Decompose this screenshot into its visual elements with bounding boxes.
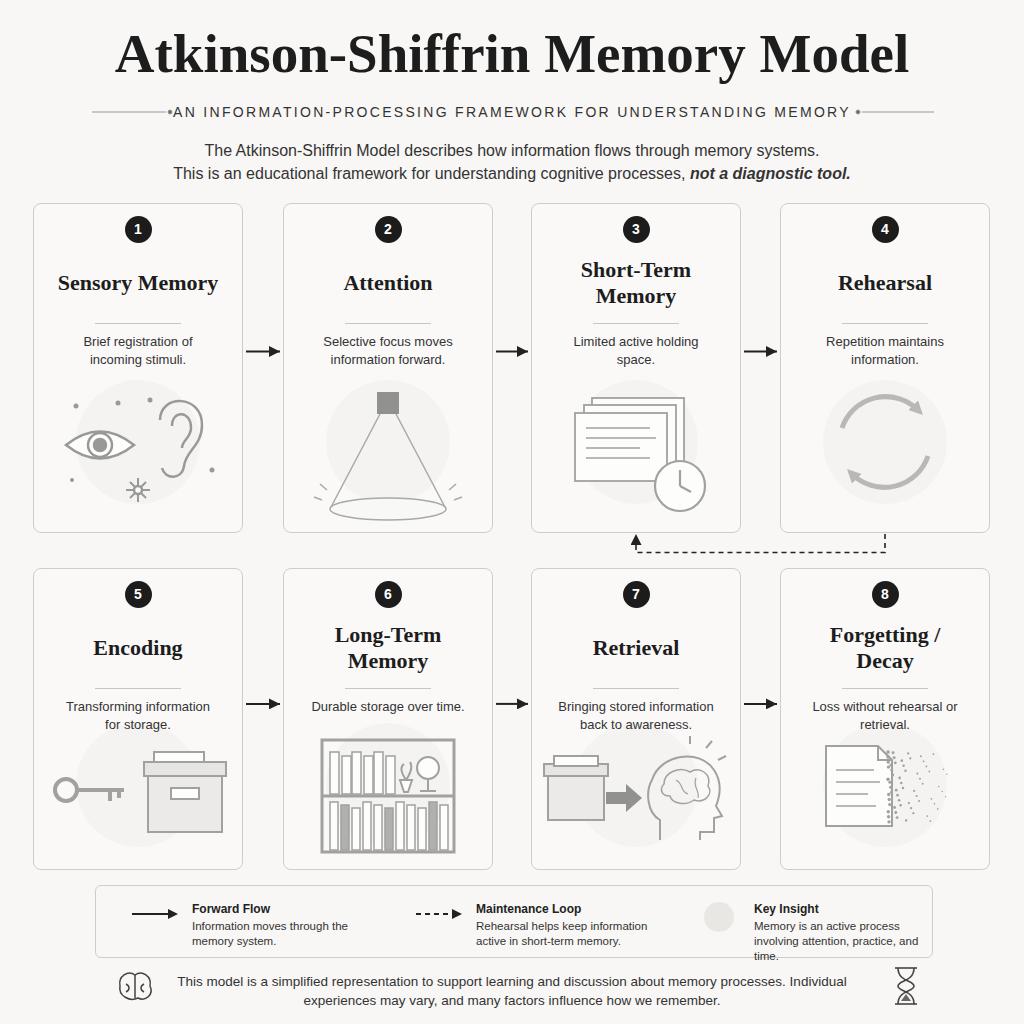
step-card: 4RehearsalRepetition maintains informati… bbox=[780, 203, 990, 533]
space bbox=[685, 165, 689, 182]
legend-box: Forward FlowInformation moves through th… bbox=[95, 885, 933, 958]
heading-divider bbox=[593, 323, 679, 324]
step-heading: Sensory Memory bbox=[53, 251, 223, 315]
hourglass-icon bbox=[898, 968, 914, 1004]
flow-arrow bbox=[496, 703, 528, 705]
legend-description: Rehearsal helps keep information active … bbox=[476, 919, 656, 949]
step-heading: Forgetting / Decay bbox=[800, 616, 970, 680]
heading-divider bbox=[842, 323, 928, 324]
flow-arrow bbox=[744, 703, 777, 705]
subtitle: AN INFORMATION-PROCESSING FRAMEWORK FOR … bbox=[0, 104, 1024, 120]
step-card: 6Long-Term MemoryDurable storage over ti… bbox=[283, 568, 493, 870]
heading-divider bbox=[593, 688, 679, 689]
step-card: 3Short-Term MemoryLimited active holding… bbox=[531, 203, 741, 533]
step-description: Durable storage over time. bbox=[310, 698, 466, 716]
step-number: 7 bbox=[623, 581, 650, 608]
hourglass-icon bbox=[901, 994, 911, 1001]
step-heading: Rehearsal bbox=[800, 251, 970, 315]
heading-divider bbox=[95, 688, 181, 689]
heading-divider bbox=[842, 688, 928, 689]
legend-description: Memory is an active process involving at… bbox=[754, 919, 934, 964]
step-description: Limited active holding space. bbox=[558, 333, 714, 369]
step-number: 5 bbox=[125, 581, 152, 608]
legend-swatch bbox=[704, 902, 734, 932]
step-heading: Long-Term Memory bbox=[303, 616, 473, 680]
legend-title: Forward Flow bbox=[192, 902, 270, 916]
legend-line bbox=[132, 913, 170, 915]
caption: This model is a simplified representatio… bbox=[170, 972, 854, 1010]
step-heading: Short-Term Memory bbox=[551, 251, 721, 315]
step-card: 5EncodingTransforming information for st… bbox=[33, 568, 243, 870]
flow-arrow bbox=[744, 351, 777, 353]
step-description: Selective focus moves information forwar… bbox=[310, 333, 466, 369]
step-card: 8Forgetting / DecayLoss without rehearsa… bbox=[780, 568, 990, 870]
legend-arrowhead bbox=[452, 909, 462, 919]
subtitle-rule bbox=[856, 110, 860, 114]
flow-arrow bbox=[496, 351, 528, 353]
intro-text: The Atkinson-Shiffrin Model describes ho… bbox=[112, 139, 912, 162]
brain-icon bbox=[126, 975, 144, 998]
step-number: 8 bbox=[872, 581, 899, 608]
step-description: Loss without rehearsal or retrieval. bbox=[807, 698, 963, 734]
step-card: 2AttentionSelective focus moves informat… bbox=[283, 203, 493, 533]
legend-item: Key InsightMemory is an active process i… bbox=[692, 898, 932, 948]
heading-divider bbox=[345, 323, 431, 324]
flow-arrow bbox=[246, 703, 280, 705]
step-card: 1Sensory MemoryBrief registration of inc… bbox=[33, 203, 243, 533]
legend-arrowhead bbox=[168, 909, 178, 919]
step-heading: Attention bbox=[303, 251, 473, 315]
subtitle-rule bbox=[862, 112, 934, 113]
legend-line-sample bbox=[414, 904, 464, 924]
step-number: 6 bbox=[375, 581, 402, 608]
step-number: 4 bbox=[872, 216, 899, 243]
step-card: 7RetrievalBringing stored information ba… bbox=[531, 568, 741, 870]
intro-text: This is an educational framework for und… bbox=[173, 165, 685, 182]
step-number: 3 bbox=[623, 216, 650, 243]
subtitle-rule bbox=[92, 112, 166, 113]
step-description: Bringing stored information back to awar… bbox=[558, 698, 714, 734]
step-description: Repetition maintains information. bbox=[807, 333, 963, 369]
legend-line bbox=[416, 913, 454, 915]
step-number: 1 bbox=[125, 216, 152, 243]
legend-item: Maintenance LoopRehearsal helps keep inf… bbox=[414, 898, 654, 948]
maintenance-loop-arrow bbox=[636, 534, 885, 553]
brain-icon bbox=[120, 973, 151, 999]
intro-text: The Atkinson-Shiffrin Model describes ho… bbox=[112, 139, 912, 185]
step-description: Brief registration of incoming stimuli. bbox=[60, 333, 216, 369]
subtitle-rule bbox=[168, 110, 172, 114]
hourglass-icon bbox=[895, 968, 917, 1004]
legend-item: Forward FlowInformation moves through th… bbox=[130, 898, 370, 948]
brain-icon bbox=[120, 973, 151, 999]
flow-arrow bbox=[246, 351, 280, 353]
heading-divider bbox=[345, 688, 431, 689]
title: Atkinson-Shiffrin Memory Model bbox=[0, 22, 1024, 85]
step-number: 2 bbox=[375, 216, 402, 243]
step-heading: Retrieval bbox=[551, 616, 721, 680]
legend-description: Information moves through the memory sys… bbox=[192, 919, 372, 949]
legend-line-sample bbox=[130, 904, 180, 924]
legend-title: Key Insight bbox=[754, 902, 819, 916]
legend-title: Maintenance Loop bbox=[476, 902, 581, 916]
intro-emphasis: not a diagnostic tool. bbox=[690, 165, 851, 182]
step-heading: Encoding bbox=[53, 616, 223, 680]
step-description: Transforming information for storage. bbox=[60, 698, 216, 734]
heading-divider bbox=[95, 323, 181, 324]
